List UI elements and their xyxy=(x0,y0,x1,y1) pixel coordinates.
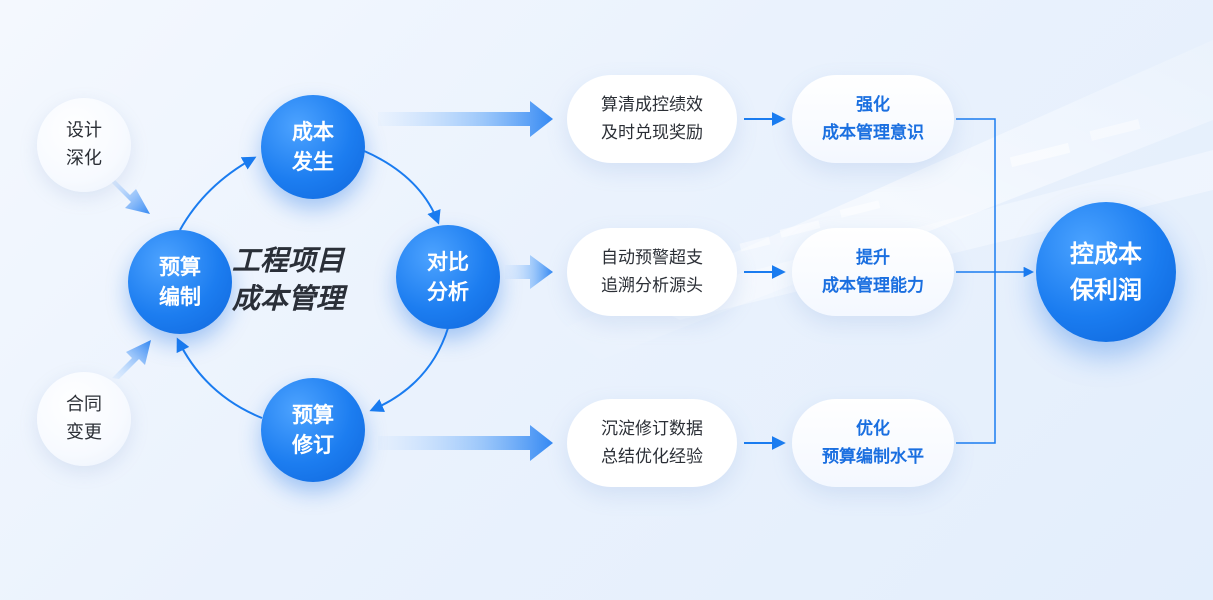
cycle-node-compare: 对比 分析 xyxy=(396,225,500,329)
action-node-3: 沉淀修订数据 总结优化经验 xyxy=(567,399,737,487)
goal-node: 控成本 保利润 xyxy=(1036,202,1176,342)
outcome-node-3-line2: 预算编制水平 xyxy=(822,447,924,467)
cycle-node-revise-line1: 预算 xyxy=(292,403,334,427)
input-node-design-line1: 设计 xyxy=(66,120,102,141)
goal-node-line2: 保利润 xyxy=(1070,276,1142,304)
outcome-node-1-line2: 成本管理意识 xyxy=(822,123,924,143)
action-node-1-line2: 及时兑现奖励 xyxy=(601,123,703,143)
action-node-1: 算清成控绩效 及时兑现奖励 xyxy=(567,75,737,163)
outcome-node-3: 优化 预算编制水平 xyxy=(792,399,954,487)
cycle-arc-revise-budget xyxy=(176,337,263,419)
action-node-1-line1: 算清成控绩效 xyxy=(601,95,703,115)
bracket-bottom xyxy=(956,272,996,444)
input-arrow-design xyxy=(110,175,150,214)
cycle-node-occur-line2: 发生 xyxy=(292,150,334,174)
outcome-node-2-line1: 提升 xyxy=(856,248,890,268)
outcome-node-1: 强化 成本管理意识 xyxy=(792,75,954,163)
center-title: 工程项目 成本管理 xyxy=(232,242,382,318)
action-node-2-line2: 追溯分析源头 xyxy=(601,276,703,296)
input-node-design: 设计 深化 xyxy=(37,98,131,192)
input-arrow-contract xyxy=(112,340,151,379)
center-title-line1: 工程项目 xyxy=(232,244,345,277)
cycle-node-budget-line2: 编制 xyxy=(159,285,201,309)
cycle-node-revise: 预算 修订 xyxy=(261,378,365,482)
outcome-node-2-line2: 成本管理能力 xyxy=(822,276,924,296)
action-node-2-line1: 自动预警超支 xyxy=(601,248,703,268)
cycle-node-compare-line2: 分析 xyxy=(427,280,469,304)
input-node-contract-line2: 变更 xyxy=(66,422,102,443)
outcome-node-2: 提升 成本管理能力 xyxy=(792,228,954,316)
flow-arrow-occur-action xyxy=(378,101,553,137)
outcome-node-1-line1: 强化 xyxy=(856,95,890,115)
input-node-contract-line1: 合同 xyxy=(66,394,102,415)
action-node-3-line2: 总结优化经验 xyxy=(601,447,703,467)
cycle-node-revise-line2: 修订 xyxy=(292,433,334,457)
cycle-node-occur-line1: 成本 xyxy=(292,120,334,144)
action-node-2: 自动预警超支 追溯分析源头 xyxy=(567,228,737,316)
flow-arrow-revise-action xyxy=(378,425,553,461)
outcome-node-3-line1: 优化 xyxy=(856,419,890,439)
action-node-3-line1: 沉淀修订数据 xyxy=(601,419,703,439)
cycle-node-budget-line1: 预算 xyxy=(159,255,201,279)
bracket-top xyxy=(956,118,996,272)
input-node-design-line2: 深化 xyxy=(66,148,102,169)
goal-node-line1: 控成本 xyxy=(1070,240,1142,268)
flow-arrow-compare-action xyxy=(505,255,553,289)
cycle-arc-occur-compare xyxy=(361,149,441,225)
center-title-line2: 成本管理 xyxy=(232,282,345,315)
cycle-arc-compare-revise xyxy=(369,327,449,412)
cycle-node-budget: 预算 编制 xyxy=(128,230,232,334)
cycle-node-occur: 成本 发生 xyxy=(261,95,365,199)
cycle-arc-budget-occur xyxy=(179,156,257,231)
cycle-node-compare-line1: 对比 xyxy=(427,250,469,274)
input-node-contract: 合同 变更 xyxy=(37,372,131,466)
